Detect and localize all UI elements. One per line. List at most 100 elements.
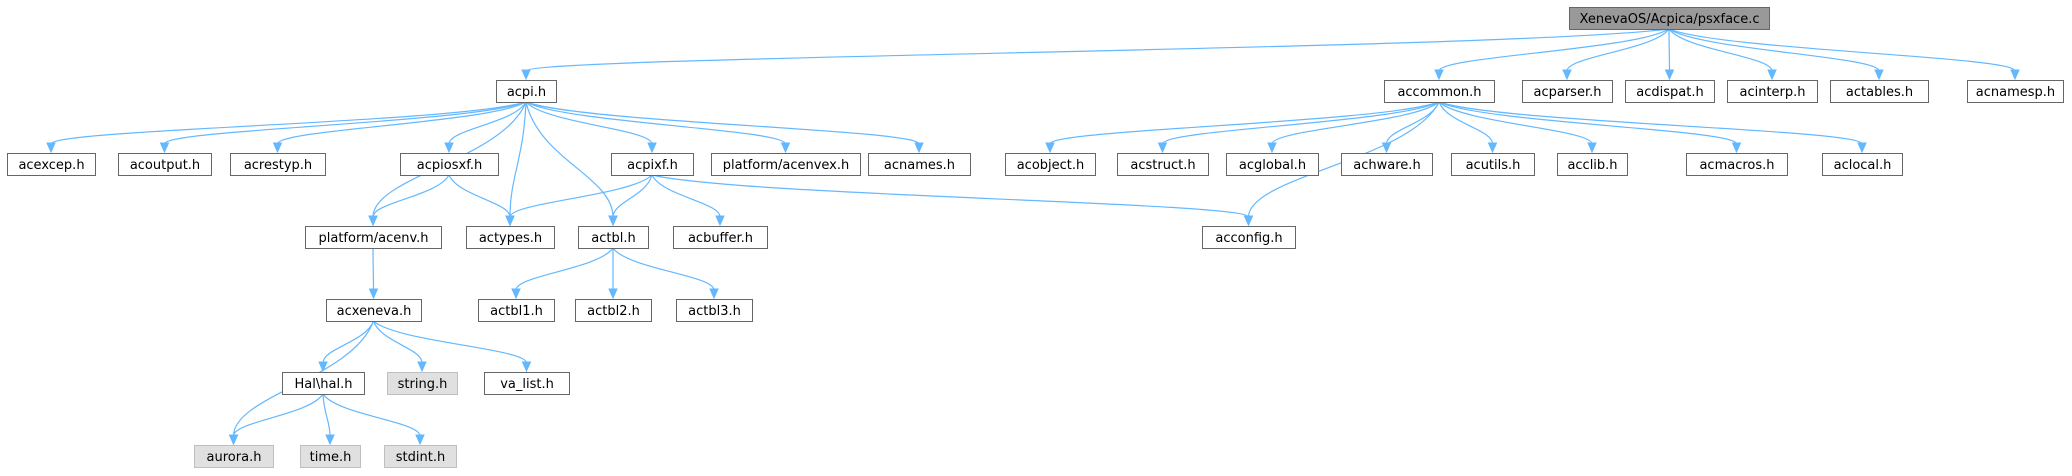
node-xenevaos-acpica-psxface-c[interactable]: XenevaOS/Acpica/psxface.c (1569, 7, 1770, 30)
node-box (1625, 80, 1715, 103)
edge-accommon-h-to-aclocal-h (1438, 101, 1867, 154)
node-actables-h[interactable]: actables.h (1830, 80, 1929, 103)
node-acutils-h[interactable]: acutils.h (1451, 153, 1535, 176)
node-label: acxeneva.h (337, 304, 412, 319)
node-acdispat-h[interactable]: acdispat.h (1625, 80, 1715, 103)
node-box (1557, 153, 1628, 176)
node-label: acpi.h (507, 85, 546, 100)
node-box (1822, 153, 1903, 176)
node-label: va_list.h (500, 377, 554, 392)
node-acclib-h[interactable]: acclib.h (1557, 153, 1628, 176)
node-acglobal-h[interactable]: acglobal.h (1226, 153, 1319, 176)
edge-accommon-h-to-acobject-h (1045, 101, 1440, 154)
node-box (305, 226, 442, 249)
edge-acpiosxf-h-to-platform-acenv-h (368, 174, 450, 227)
node-box (1005, 153, 1096, 176)
node-acoutput-h[interactable]: acoutput.h (118, 153, 212, 176)
node-actbl-h[interactable]: actbl.h (578, 226, 649, 249)
node-actbl3-h[interactable]: actbl3.h (676, 299, 753, 322)
node-actbl1-h[interactable]: actbl1.h (478, 299, 555, 322)
node-box (1522, 80, 1613, 103)
node-label: acexcep.h (18, 158, 84, 173)
node-acxeneva-h[interactable]: acxeneva.h (326, 299, 422, 322)
node-acmacros-h[interactable]: acmacros.h (1686, 153, 1788, 176)
node-acconfig-h[interactable]: acconfig.h (1202, 226, 1296, 249)
node-acexcep-h[interactable]: acexcep.h (7, 153, 96, 176)
edge-xenevaos-acpica-psxface-c-to-acdispat-h (1664, 28, 1675, 81)
edge-actbl-h-to-actbl3-h (612, 247, 719, 300)
node-acinterp-h[interactable]: acinterp.h (1727, 80, 1818, 103)
edge-xenevaos-acpica-psxface-c-to-actables-h (1668, 28, 1884, 81)
node-label: aurora.h (207, 450, 262, 465)
node-va-list-h[interactable]: va_list.h (484, 372, 570, 395)
node-box (1830, 80, 1929, 103)
node-label: acpiosxf.h (417, 158, 482, 173)
node-box (484, 372, 570, 395)
node-aclocal-h[interactable]: aclocal.h (1822, 153, 1903, 176)
node-stdint-h: stdint.h (384, 445, 457, 468)
node-acbuffer-h[interactable]: acbuffer.h (673, 226, 768, 249)
node-label: acconfig.h (1215, 231, 1282, 246)
node-label: string.h (398, 377, 448, 392)
node-box (230, 153, 326, 176)
node-label: acnamesp.h (1976, 85, 2055, 100)
node-label: actables.h (1846, 85, 1913, 100)
node-label: acutils.h (1466, 158, 1521, 173)
node-box (7, 153, 96, 176)
node-label: acobject.h (1017, 158, 1085, 173)
edge-accommon-h-to-acutils-h (1438, 101, 1498, 154)
node-label: XenevaOS/Acpica/psxface.c (1580, 12, 1760, 27)
node-acobject-h[interactable]: acobject.h (1005, 153, 1096, 176)
node-label: actypes.h (479, 231, 542, 246)
node-acpixf-h[interactable]: acpixf.h (611, 153, 694, 176)
edge-platform-acenv-h-to-acxeneva-h (368, 247, 379, 300)
edge-acpi-h-to-acnames-h (525, 101, 924, 154)
node-label: acstruct.h (1130, 158, 1195, 173)
node-box (1384, 80, 1495, 103)
edge-xenevaos-acpica-psxface-c-to-acinterp-h (1668, 28, 1777, 81)
edge-acxeneva-h-to-hal-hal-h (318, 320, 375, 373)
node-acnames-h[interactable]: acnames.h (868, 153, 971, 176)
edge-acpi-h-to-acrestyp-h (272, 101, 527, 154)
node-box (1341, 153, 1433, 176)
edge-acpixf-h-to-acbuffer-h (651, 174, 725, 227)
node-acpi-h[interactable]: acpi.h (496, 80, 557, 103)
node-accommon-h[interactable]: accommon.h (1384, 80, 1495, 103)
node-label: acbuffer.h (688, 231, 753, 246)
node-platform-acenv-h[interactable]: platform/acenv.h (305, 226, 442, 249)
node-box (194, 445, 274, 468)
node-acnamesp-h[interactable]: acnamesp.h (1967, 80, 2064, 103)
node-label: aclocal.h (1834, 158, 1892, 173)
node-label: achware.h (1353, 158, 1420, 173)
node-platform-acenvex-h[interactable]: platform/acenvex.h (711, 153, 861, 176)
node-box (1569, 7, 1770, 30)
node-box (711, 153, 861, 176)
node-achware-h[interactable]: achware.h (1341, 153, 1433, 176)
node-actypes-h[interactable]: actypes.h (466, 226, 555, 249)
node-label: actbl1.h (490, 304, 543, 319)
edge-accommon-h-to-achware-h (1381, 101, 1440, 154)
node-label: acoutput.h (130, 158, 200, 173)
node-box (1686, 153, 1788, 176)
node-box (676, 299, 753, 322)
node-label: acdispat.h (1636, 85, 1703, 100)
node-hal-hal-h[interactable]: Hal\hal.h (282, 372, 365, 395)
node-box (282, 372, 365, 395)
node-box (1226, 153, 1319, 176)
node-label: acclib.h (1567, 158, 1617, 173)
node-actbl2-h[interactable]: actbl2.h (575, 299, 652, 322)
edge-accommon-h-to-acconfig-h (1243, 101, 1440, 227)
node-acrestyp-h[interactable]: acrestyp.h (230, 153, 326, 176)
edge-acpixf-h-to-acconfig-h (651, 174, 1254, 227)
node-label: accommon.h (1397, 85, 1481, 100)
edge-acpi-h-to-platform-acenvex-h (525, 101, 791, 154)
node-time-h: time.h (300, 445, 361, 468)
node-box (575, 299, 652, 322)
edge-accommon-h-to-acstruct-h (1157, 101, 1440, 154)
node-acpiosxf-h[interactable]: acpiosxf.h (400, 153, 499, 176)
edge-hal-hal-h-to-aurora-h (228, 393, 324, 446)
edge-acpi-h-to-actypes-h (505, 101, 527, 227)
edge-xenevaos-acpica-psxface-c-to-acparser-h (1562, 28, 1670, 81)
node-acparser-h[interactable]: acparser.h (1522, 80, 1613, 103)
node-acstruct-h[interactable]: acstruct.h (1117, 153, 1209, 176)
